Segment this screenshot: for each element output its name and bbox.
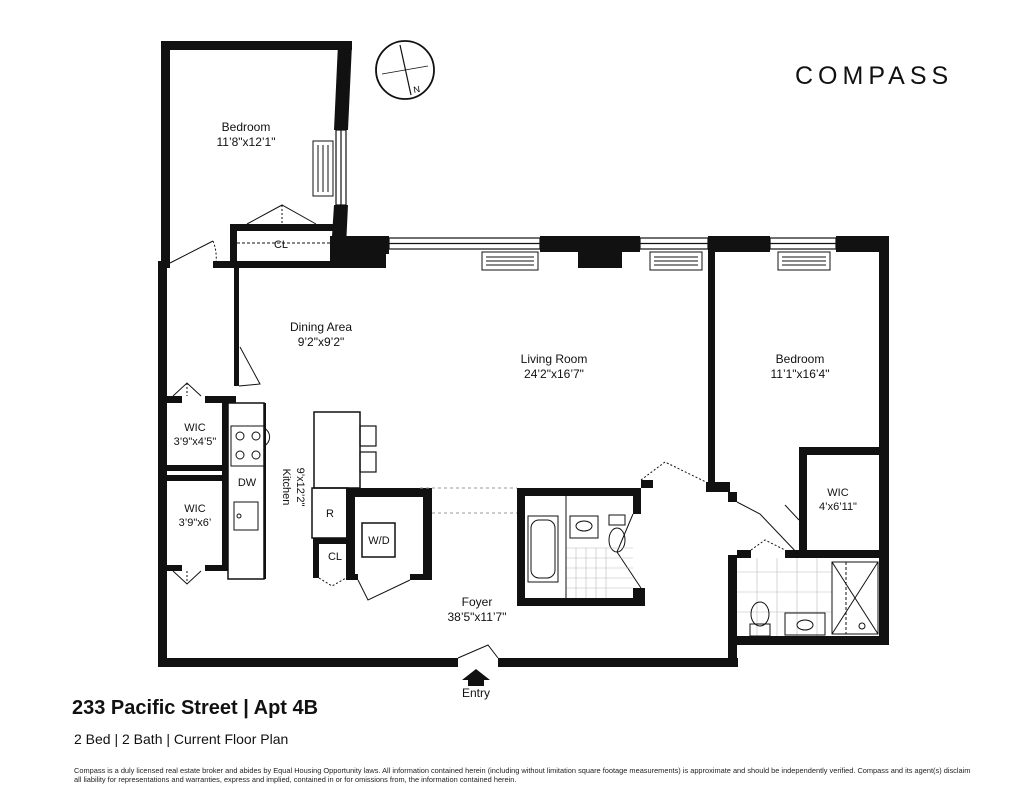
washer-dryer-label: W/D	[368, 535, 389, 547]
living-room-dims: 24’2"x16’7"	[524, 367, 584, 381]
bedroom-north-dims: 11’8"x12’1"	[216, 135, 275, 149]
fixtures	[230, 425, 879, 637]
legal-disclaimer: Compass is a duly licensed real estate b…	[74, 766, 971, 784]
bedroom-east-name: Bedroom	[776, 352, 825, 366]
brand-logo: COMPASS	[795, 62, 954, 90]
dining-area-name: Dining Area	[290, 320, 352, 334]
interior-walls	[158, 224, 881, 606]
kitchen-dims: 9’x12’2"	[294, 468, 306, 507]
wic-lower-name: WIC	[184, 503, 205, 515]
door-swings	[169, 204, 800, 659]
living-room-name: Living Room	[521, 352, 588, 366]
entry-label: Entry	[462, 686, 490, 700]
closet-bedroom-label: CL	[274, 239, 288, 251]
listing-address: 233 Pacific Street | Apt 4B	[72, 697, 319, 719]
closet-foyer-label: CL	[328, 551, 342, 563]
dishwasher-label: DW	[238, 477, 257, 489]
compass-rose-icon: N	[375, 40, 435, 100]
listing-summary: 2 Bed | 2 Bath | Current Floor Plan	[74, 731, 289, 747]
wic-upper-dims: 3’9"x4’5"	[174, 436, 217, 448]
refrigerator-label: R	[326, 508, 334, 520]
dining-area-dims: 9’2"x9’2"	[298, 335, 345, 349]
bedroom-east-dims: 11’1"x16’4"	[770, 367, 829, 381]
compass-north-label: N	[413, 84, 421, 95]
foyer-name: Foyer	[462, 595, 493, 609]
windows	[335, 129, 837, 250]
entry-arrow-icon	[462, 669, 490, 686]
wic-upper-name: WIC	[184, 422, 205, 434]
wic-lower-dims: 3’9"x6’	[179, 517, 212, 529]
radiators	[312, 140, 831, 271]
bedroom-north-name: Bedroom	[222, 120, 271, 134]
wic-east-name: WIC	[827, 487, 848, 499]
kitchen-name: Kitchen	[280, 469, 292, 506]
wic-east-dims: 4’x6’11"	[819, 501, 857, 513]
foyer-dims: 38’5"x11’7"	[447, 610, 506, 624]
